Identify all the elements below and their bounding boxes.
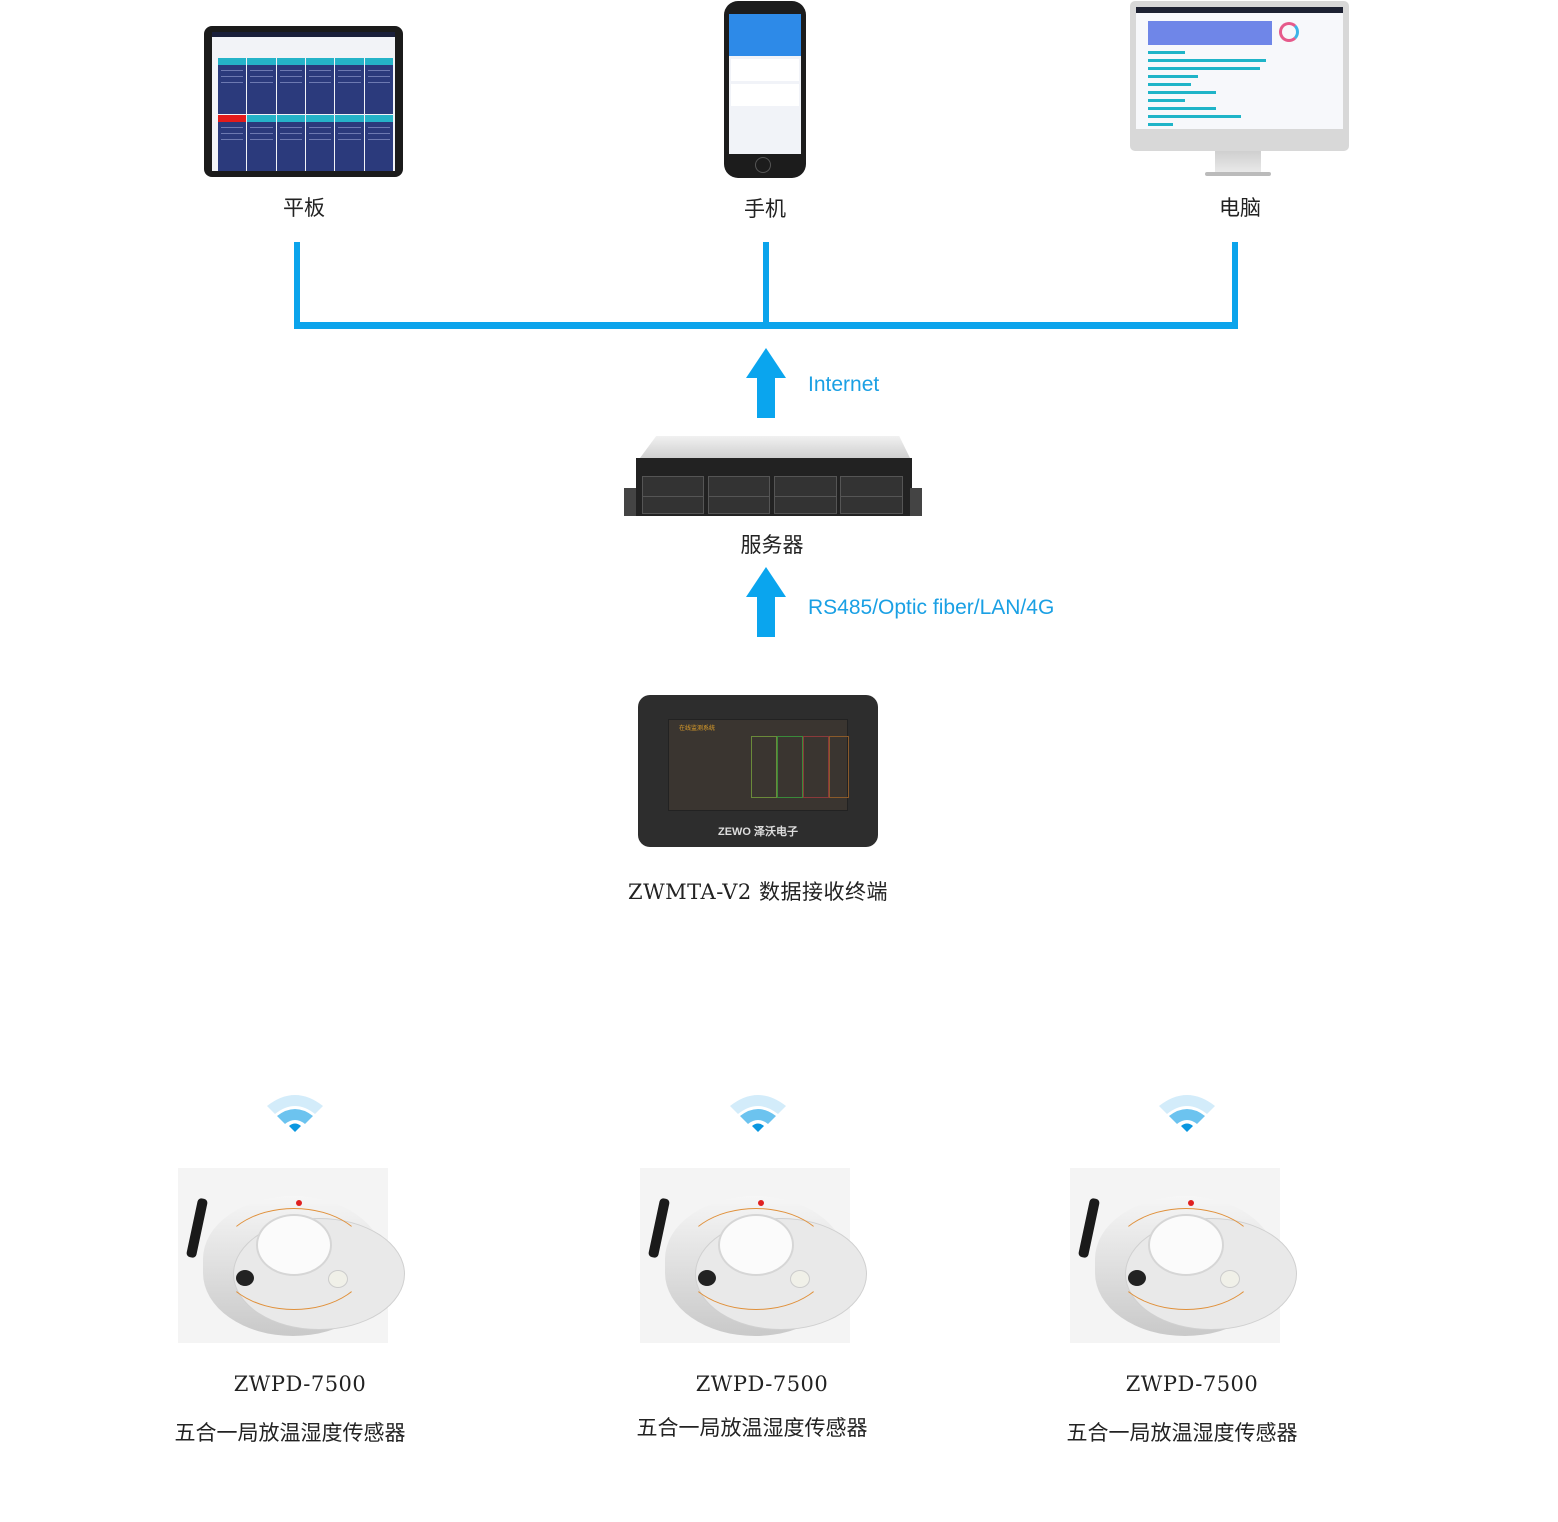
sensor-device (178, 1168, 405, 1343)
tablet-monitor-cell (276, 58, 305, 114)
tablet-monitor-cell (306, 58, 335, 114)
tablet-monitor-cell (306, 115, 335, 171)
terminal-brand-logo: ZEWO 泽沃电子 (717, 826, 799, 838)
tablet-monitor-cell (364, 58, 393, 114)
monitor-bar (1148, 123, 1173, 126)
monitor-bar (1148, 99, 1186, 102)
wifi-icon (1157, 1092, 1217, 1132)
tablet-label: 平板 (283, 196, 325, 220)
phone-device (724, 1, 806, 178)
sensor-name: 五合一局放温湿度传感器 (174, 1421, 406, 1445)
tablet-screen (212, 32, 395, 171)
monitor-bar (1148, 91, 1217, 94)
internet-link-label: Internet (808, 373, 880, 396)
phone-screen (729, 14, 801, 154)
monitor-bar (1148, 51, 1186, 54)
tablet-device (204, 26, 403, 177)
sensor-name: 五合一局放温湿度传感器 (1066, 1421, 1298, 1445)
tablet-monitor-cell (276, 115, 305, 171)
wifi-icon (728, 1092, 788, 1132)
tablet-monitor-cell (247, 58, 276, 114)
tablet-monitor-cell (218, 115, 247, 171)
tablet-monitor-cell (364, 115, 393, 171)
terminal-label: ZWMTA-V2 数据接收终端 (628, 880, 888, 904)
sensor-device (1070, 1168, 1297, 1343)
computer-monitor (1130, 1, 1349, 151)
phone-home-button (755, 157, 771, 173)
monitor-bar (1148, 107, 1217, 110)
monitor-bar (1148, 83, 1192, 86)
sensor-name: 五合一局放温湿度传感器 (636, 1416, 868, 1440)
data-receiving-terminal: 在线监测系统 ZEWO 泽沃电子 (638, 695, 878, 847)
tablet-monitor-cell (335, 115, 364, 171)
line-tablet (294, 242, 300, 329)
tablet-monitor-cell (247, 115, 276, 171)
monitor-bar (1148, 67, 1260, 70)
sensor-device (640, 1168, 867, 1343)
computer-label: 电脑 (1219, 196, 1261, 220)
tablet-monitor-cell (218, 58, 247, 114)
arrow-up-internet-icon (746, 348, 786, 418)
bus-line (294, 322, 1238, 329)
field-link-label: RS485/Optic fiber/LAN/4G (808, 596, 1055, 619)
arrow-up-field-icon (746, 567, 786, 637)
monitor-stand (1215, 151, 1261, 176)
line-computer (1232, 242, 1238, 329)
line-phone (763, 242, 769, 329)
tablet-monitor-cell (335, 58, 364, 114)
monitor-bar (1148, 115, 1241, 118)
phone-label: 手机 (744, 197, 786, 221)
terminal-screen-title: 在线监测系统 (679, 725, 716, 732)
monitor-bar (1148, 59, 1266, 62)
terminal-screen: 在线监测系统 (668, 719, 849, 811)
computer-screen (1136, 7, 1343, 129)
server-label: 服务器 (740, 533, 804, 557)
monitor-bar (1148, 75, 1198, 78)
monitor-stand-base (1205, 172, 1271, 176)
sensor-model: ZWPD-7500 (233, 1372, 367, 1396)
sensor-model: ZWPD-7500 (1125, 1372, 1259, 1396)
server-device (622, 436, 922, 518)
wifi-icon (265, 1092, 325, 1132)
sensor-model: ZWPD-7500 (695, 1372, 829, 1396)
